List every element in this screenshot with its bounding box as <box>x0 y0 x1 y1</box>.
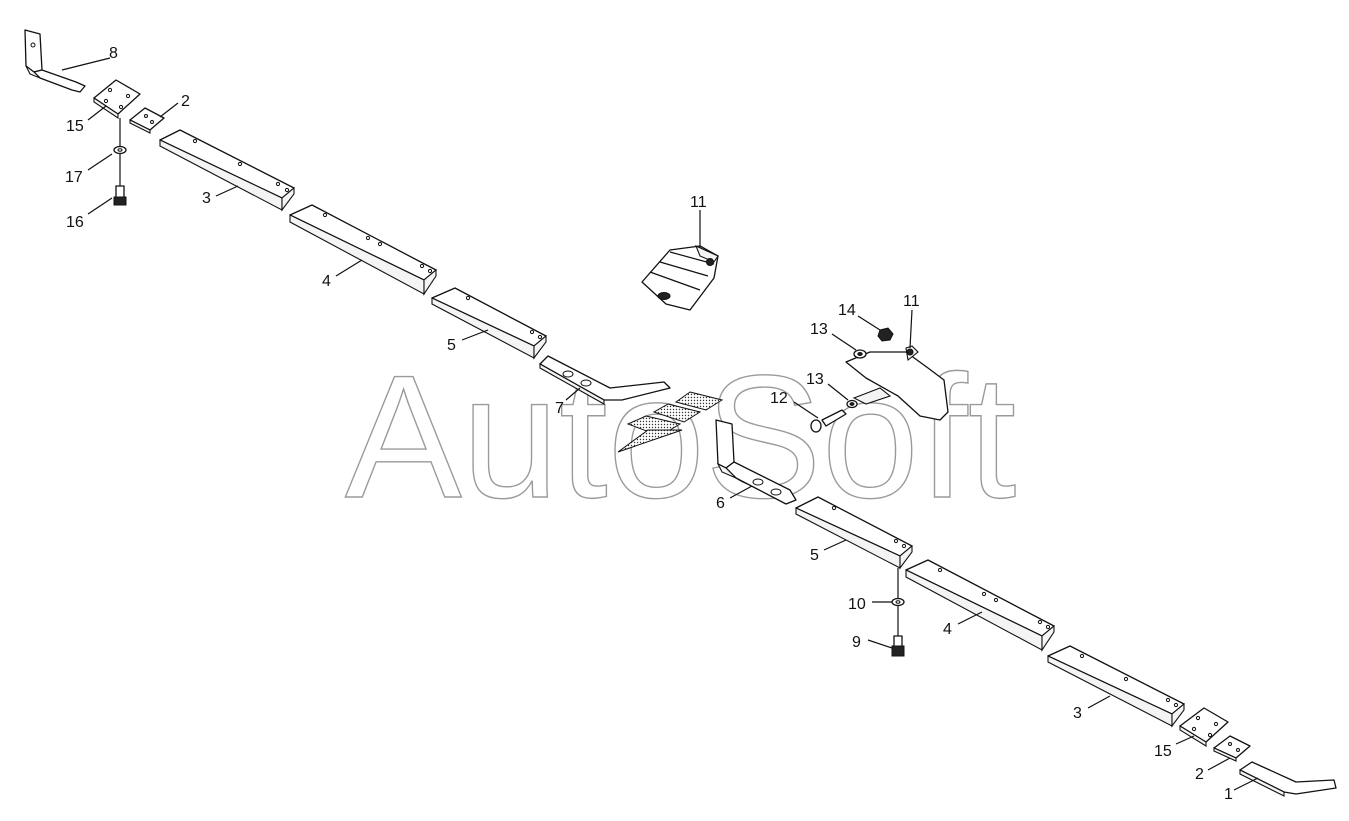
callout-13: 13 <box>810 321 828 338</box>
callout-17: 17 <box>65 169 83 186</box>
callout-3: 3 <box>202 190 211 207</box>
callout-16: 16 <box>66 214 84 231</box>
part-4-rail-lower <box>905 559 1055 652</box>
callout-14: 14 <box>838 302 856 319</box>
callout-11: 11 <box>903 293 920 310</box>
part-14-nut <box>877 327 894 342</box>
part-6-bracket <box>715 419 797 505</box>
part-13-washer-upper <box>853 349 867 359</box>
part-3-rail-upper <box>159 129 295 212</box>
callout-3: 3 <box>1073 705 1082 722</box>
callout-2: 2 <box>1195 766 1204 783</box>
part-1-end-bracket <box>1239 761 1337 797</box>
callout-12: 12 <box>770 390 788 407</box>
callout-1: 1 <box>1224 786 1233 803</box>
leader-lines <box>61 57 1259 791</box>
part-8-bracket <box>24 29 86 93</box>
part-9-bolt <box>891 635 905 657</box>
callout-2: 2 <box>181 93 190 110</box>
part-11-shield-right <box>845 345 949 421</box>
callout-10: 10 <box>848 596 866 613</box>
callout-labels: 8 15 2 17 16 3 4 11 5 7 14 11 13 13 12 6… <box>65 45 1233 803</box>
part-3-rail-lower <box>1047 645 1185 728</box>
part-4-rail-upper <box>289 204 437 296</box>
callout-11: 11 <box>690 194 707 211</box>
part-5-rail-lower <box>795 496 913 570</box>
part-2-plate-upper <box>129 107 165 134</box>
callout-5: 5 <box>810 547 819 564</box>
callout-5: 5 <box>447 337 456 354</box>
callout-8: 8 <box>109 45 118 62</box>
callout-9: 9 <box>852 634 861 651</box>
part-15-plate-upper <box>93 79 141 120</box>
callout-13: 13 <box>806 371 824 388</box>
callout-15: 15 <box>1154 743 1172 760</box>
callout-4: 4 <box>943 621 952 638</box>
part-11-shield-upper <box>641 244 719 311</box>
callout-7: 7 <box>555 400 564 417</box>
part-2-plate-lower <box>1213 735 1251 762</box>
callout-4: 4 <box>322 273 331 290</box>
part-5-rail-upper <box>431 287 547 360</box>
part-10-washer <box>891 568 905 640</box>
part-15-plate-lower <box>1179 707 1229 747</box>
callout-6: 6 <box>716 495 725 512</box>
part-17-washer <box>113 118 127 190</box>
part-16-bolt <box>113 185 127 206</box>
part-7-center-bracket <box>539 355 724 453</box>
callout-15: 15 <box>66 118 84 135</box>
part-12-bolt <box>810 409 847 433</box>
part-13-washer-lower <box>846 399 858 409</box>
